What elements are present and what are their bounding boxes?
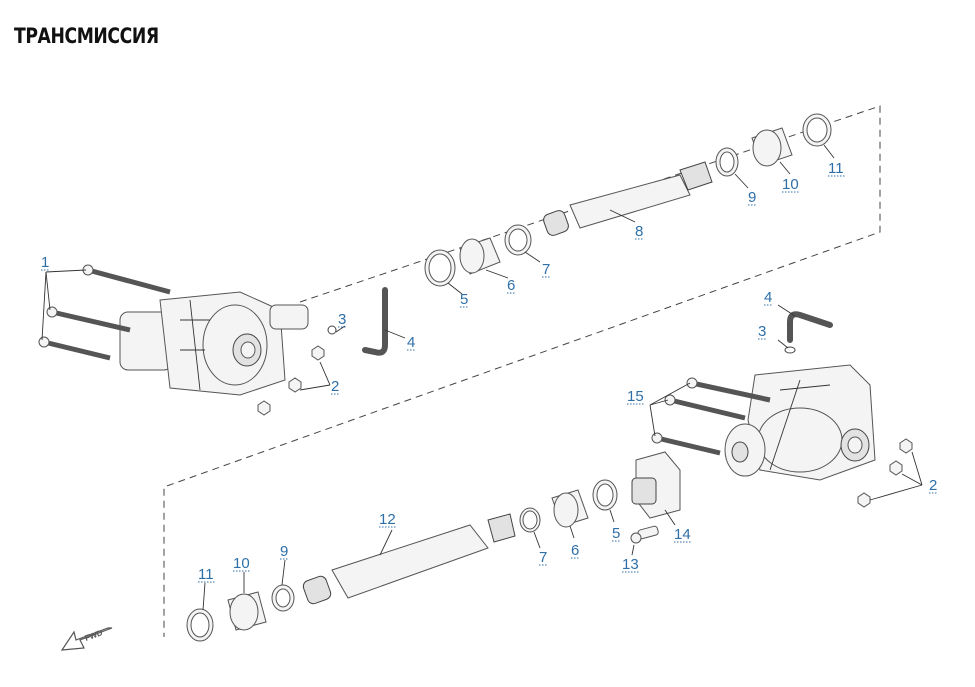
nuts-2-right	[857, 438, 923, 508]
callout-1: 1	[41, 254, 49, 271]
nuts-2-left	[257, 345, 331, 416]
bolt-13	[630, 525, 659, 556]
front-shaft-assembly	[424, 113, 832, 287]
callout-5-lower: 5	[612, 525, 620, 542]
front-gearbox	[119, 291, 309, 396]
flange-14	[631, 451, 681, 526]
fwd-label: FWD	[84, 628, 104, 643]
callout-9-lower: 9	[280, 543, 288, 560]
callout-7-lower: 7	[539, 549, 547, 566]
callout-8: 8	[635, 223, 643, 240]
callout-11-upper: 11	[828, 160, 844, 177]
leaders-upper	[447, 144, 835, 295]
clip-3-left	[327, 325, 346, 335]
breather-tube-4-right	[777, 304, 833, 343]
callout-7-upper: 7	[542, 261, 550, 278]
clip-3-right	[777, 339, 796, 354]
callout-10-upper: 10	[782, 176, 799, 193]
callout-10-lower: 10	[233, 555, 250, 572]
callouts: 1 2 2 3 3 4 4 5 5 6 6 7 7 8 9 9 10	[41, 160, 938, 583]
callout-6-lower: 6	[571, 542, 579, 559]
fwd-arrow-icon: FWD	[60, 627, 113, 651]
bolts-15	[649, 377, 771, 456]
bolts-1	[38, 264, 171, 361]
callout-3-left: 3	[338, 311, 346, 328]
callout-11-lower: 11	[198, 566, 214, 583]
callout-15: 15	[627, 388, 644, 405]
callout-14: 14	[674, 526, 691, 543]
page-title: ТРАНСМИССИЯ	[14, 24, 159, 48]
callout-2-left: 2	[331, 378, 339, 395]
rear-shaft-assembly	[186, 479, 618, 642]
callout-5-upper: 5	[460, 291, 468, 308]
callout-3-right: 3	[758, 323, 766, 340]
callout-12: 12	[379, 511, 396, 528]
callout-9-upper: 9	[748, 189, 756, 206]
callout-13: 13	[622, 556, 639, 573]
callout-2-right: 2	[929, 477, 937, 494]
callout-4-left: 4	[407, 334, 415, 351]
rear-gearbox	[724, 364, 876, 481]
breather-tube-4-left	[362, 287, 406, 356]
callout-6-upper: 6	[507, 277, 515, 294]
callout-4-right: 4	[764, 289, 772, 306]
leaders-lower	[202, 509, 615, 611]
